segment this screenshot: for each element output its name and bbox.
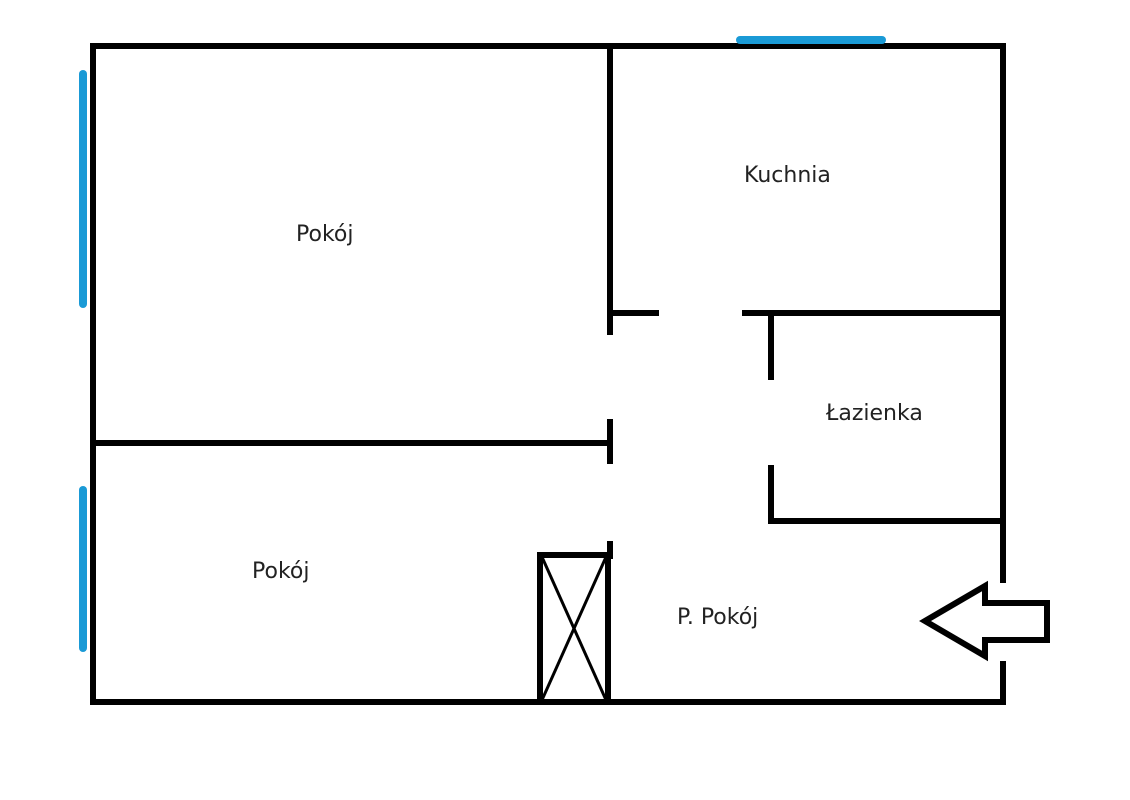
- room-label-living-room: Pokój: [296, 222, 354, 247]
- room-label-hallway: P. Pokój: [677, 605, 759, 630]
- room-label-bedroom: Pokój: [252, 559, 310, 584]
- room-label-bathroom: Łazienka: [826, 401, 923, 426]
- room-label-kitchen: Kuchnia: [744, 163, 831, 188]
- closet-cross-box-icon: [537, 552, 611, 705]
- entrance-arrow-left-icon: [919, 580, 1050, 662]
